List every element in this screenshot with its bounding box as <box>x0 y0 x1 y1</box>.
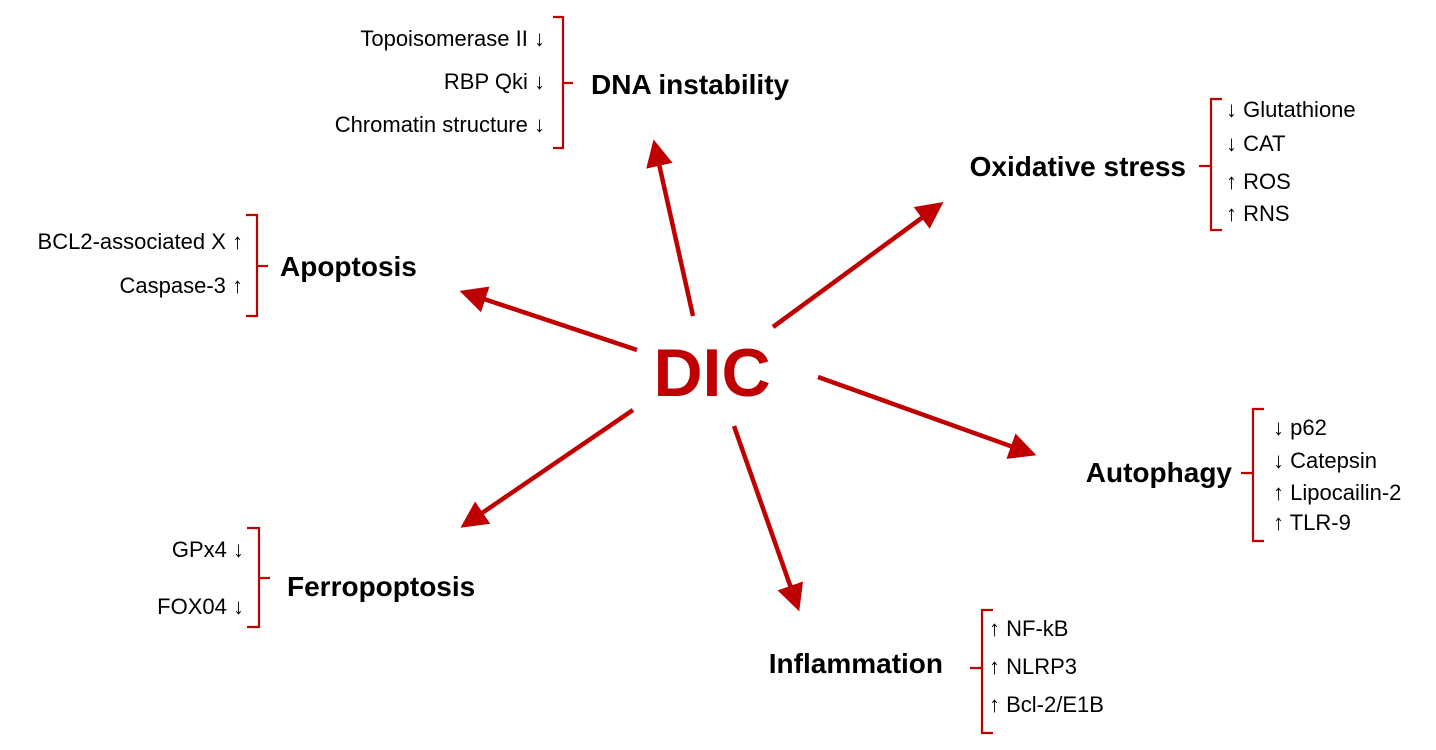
list-item: ↑ ROS <box>1226 169 1291 194</box>
list-item: Caspase-3 ↑ <box>119 273 243 298</box>
list-item: ↑ Bcl-2/E1B <box>989 692 1104 717</box>
center-label: DIC <box>653 335 770 411</box>
list-item: ↑ RNS <box>1226 201 1290 226</box>
item-label: RNS <box>1243 201 1289 226</box>
item-direction: ↓ <box>1226 97 1237 122</box>
item-label: FOX04 <box>157 594 227 619</box>
item-direction: ↓ <box>233 594 244 619</box>
item-direction: ↑ <box>232 273 243 298</box>
bracket-oxidative-stress <box>1199 97 1222 232</box>
item-direction: ↓ <box>534 26 545 51</box>
bracket-ferropoptosis <box>247 526 270 629</box>
item-label: Catepsin <box>1290 448 1377 473</box>
bracket-autophagy <box>1241 407 1264 543</box>
item-label: GPx4 <box>172 537 227 562</box>
arrow-to-autophagy <box>817 374 1037 459</box>
item-label: Glutathione <box>1243 97 1356 122</box>
item-label: Caspase-3 <box>119 273 225 298</box>
list-item: RBP Qki ↓ <box>444 69 545 94</box>
items-oxidative-stress: ↓ Glutathione ↓ CAT ↑ ROS ↑ RNS <box>1226 97 1356 226</box>
item-label: Chromatin structure <box>335 112 528 137</box>
list-item: ↑ NF-kB <box>989 616 1068 641</box>
items-apoptosis: BCL2-associated X ↑ Caspase-3 ↑ <box>38 229 243 298</box>
item-label: NF-kB <box>1006 616 1068 641</box>
items-autophagy: ↓ p62 ↓ Catepsin ↑ Lipocailin-2 ↑ TLR-9 <box>1273 415 1401 535</box>
title-apoptosis: Apoptosis <box>280 251 417 282</box>
item-direction: ↑ <box>1226 201 1237 226</box>
item-direction: ↑ <box>232 229 243 254</box>
arrows <box>459 139 1037 612</box>
arrow-to-oxidative-stress <box>771 202 944 329</box>
arrow-to-apoptosis <box>459 286 638 353</box>
title-dna-instability: DNA instability <box>591 69 790 100</box>
bracket-inflammation <box>970 608 993 735</box>
brackets <box>246 15 1264 735</box>
title-autophagy: Autophagy <box>1086 457 1233 488</box>
list-item: ↓ p62 <box>1273 415 1327 440</box>
item-label: TLR-9 <box>1290 510 1351 535</box>
item-direction: ↑ <box>1273 510 1284 535</box>
item-label: Topoisomerase II <box>360 26 528 51</box>
title-inflammation: Inflammation <box>769 648 943 679</box>
item-direction: ↑ <box>1226 169 1237 194</box>
item-label: BCL2-associated X <box>38 229 227 254</box>
list-item: GPx4 ↓ <box>172 537 244 562</box>
title-oxidative-stress: Oxidative stress <box>970 151 1186 182</box>
list-item: ↑ Lipocailin-2 <box>1273 480 1401 505</box>
list-item: ↑ NLRP3 <box>989 654 1077 679</box>
item-direction: ↑ <box>1273 480 1284 505</box>
items-ferropoptosis: GPx4 ↓ FOX04 ↓ <box>157 537 244 619</box>
list-item: ↓ Glutathione <box>1226 97 1356 122</box>
item-direction: ↑ <box>989 654 1000 679</box>
arrow-to-inflammation <box>731 425 804 612</box>
list-item: ↓ Catepsin <box>1273 448 1377 473</box>
item-direction: ↑ <box>989 692 1000 717</box>
bracket-dna-instability <box>553 15 573 150</box>
title-ferropoptosis: Ferropoptosis <box>287 571 475 602</box>
list-item: Chromatin structure ↓ <box>335 112 545 137</box>
item-direction: ↓ <box>534 112 545 137</box>
item-direction: ↑ <box>989 616 1000 641</box>
list-item: Topoisomerase II ↓ <box>360 26 545 51</box>
list-item: ↓ CAT <box>1226 131 1286 156</box>
item-label: ROS <box>1243 169 1291 194</box>
item-label: Bcl-2/E1B <box>1006 692 1104 717</box>
item-label: RBP Qki <box>444 69 528 94</box>
arrow-to-ferropoptosis <box>460 408 635 528</box>
bracket-apoptosis <box>246 213 268 318</box>
item-label: NLRP3 <box>1006 654 1077 679</box>
arrow-to-dna-instability <box>646 139 696 317</box>
item-direction: ↓ <box>1273 448 1284 473</box>
item-direction: ↓ <box>233 537 244 562</box>
item-label: Lipocailin-2 <box>1290 480 1401 505</box>
list-item: FOX04 ↓ <box>157 594 244 619</box>
list-item: ↑ TLR-9 <box>1273 510 1351 535</box>
items-inflammation: ↑ NF-kB ↑ NLRP3 ↑ Bcl-2/E1B <box>989 616 1104 717</box>
item-label: CAT <box>1243 131 1285 156</box>
item-direction: ↓ <box>1273 415 1284 440</box>
group-titles: DNA instability Oxidative stress Apoptos… <box>280 69 1232 679</box>
item-direction: ↓ <box>534 69 545 94</box>
item-label: p62 <box>1290 415 1327 440</box>
list-item: BCL2-associated X ↑ <box>38 229 243 254</box>
items-dna-instability: Topoisomerase II ↓ RBP Qki ↓ Chromatin s… <box>335 26 545 137</box>
item-direction: ↓ <box>1226 131 1237 156</box>
